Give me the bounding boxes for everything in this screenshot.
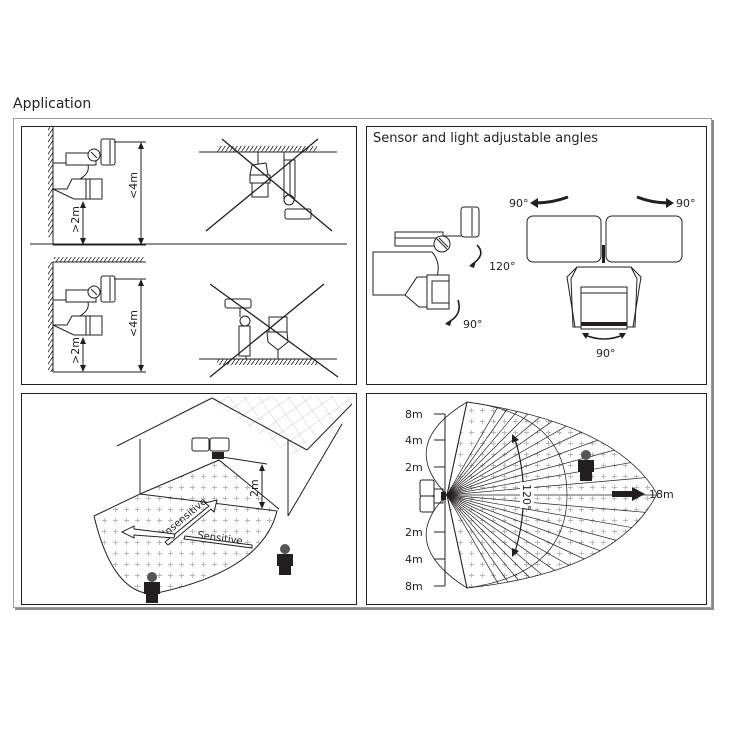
scale-label-bottom-2m: 2m xyxy=(405,526,423,539)
floodlight xyxy=(191,437,230,459)
person-icon xyxy=(144,572,160,603)
detection-area-3d-panel: 2m Insensitive Sensitive xyxy=(21,393,357,605)
detection-zone xyxy=(425,401,658,589)
person-icon xyxy=(277,544,293,575)
detection-ray xyxy=(447,471,657,496)
incorrect-floor-mount xyxy=(199,283,339,378)
min-height-label-1: >2m xyxy=(69,206,82,233)
range-label: 18m xyxy=(649,488,674,501)
mounting-height-panel: >2m <4m xyxy=(21,126,357,385)
lamp-right-angle-label: 90° xyxy=(676,197,696,210)
scale-label-top-2m: 2m xyxy=(405,461,423,474)
detection-ray xyxy=(447,402,597,496)
detection-ray xyxy=(447,494,657,541)
scale-axis: 8m 4m 2m 2m 4m 8m xyxy=(405,408,446,593)
scale-label-top-4m: 4m xyxy=(405,434,423,447)
correct-wall-mount-1: >2m <4m xyxy=(48,127,146,246)
house xyxy=(116,396,353,517)
detection-ray xyxy=(447,494,597,588)
scale-label-top-8m: 8m xyxy=(405,408,423,421)
angles-illustration: 120° 90° 90° 90° 90° xyxy=(372,195,696,360)
incorrect-ceiling-mount xyxy=(199,138,337,232)
detection-ray xyxy=(447,494,657,519)
house-detection-illustration: 2m Insensitive Sensitive xyxy=(93,396,353,603)
sensor-tilt-label: 90° xyxy=(463,318,483,331)
detection-ray xyxy=(447,494,615,588)
angle-indicator: 120° xyxy=(512,434,534,557)
angle-label: 120° xyxy=(520,484,533,511)
detection-ray xyxy=(447,494,657,588)
max-height-label-1: <4m xyxy=(127,172,140,199)
detection-ray xyxy=(447,402,578,496)
detection-ray xyxy=(447,494,578,588)
detection-ray xyxy=(447,402,615,496)
detection-range-illustration: 8m 4m 2m 2m 4m 8m 120° xyxy=(405,401,674,593)
range-arrow: 18m xyxy=(612,487,674,501)
panel-title: Sensor and light adjustable angles xyxy=(373,131,598,146)
min-height-label-2: >2m xyxy=(69,337,82,364)
detection-range-panel: 8m 4m 2m 2m 4m 8m 120° xyxy=(366,393,707,605)
mounting-illustration: >2m <4m xyxy=(30,127,347,378)
head-tilt-label: 120° xyxy=(489,260,516,273)
detection-ray xyxy=(447,449,657,496)
floodlight-top-view xyxy=(419,479,446,513)
detection-ray xyxy=(447,402,657,496)
scale-label-bottom-8m: 8m xyxy=(405,580,423,593)
height-label: 2m xyxy=(248,479,261,497)
correct-wall-mount-2: >2m <4m xyxy=(48,257,146,373)
side-view-fixture: 120° 90° xyxy=(372,206,516,331)
person-icon xyxy=(578,450,594,481)
lamp-left-angle-label: 90° xyxy=(509,197,529,210)
section-title: Application xyxy=(13,96,92,112)
adjustable-angles-panel: Sensor and light adjustable angles 120° … xyxy=(366,126,707,385)
front-view-fixture: 90° 90° 90° xyxy=(509,195,696,360)
detection-ray xyxy=(447,494,657,588)
max-height-label-2: <4m xyxy=(127,310,140,337)
scale-label-bottom-4m: 4m xyxy=(405,553,423,566)
sensor-swivel-label: 90° xyxy=(596,347,616,360)
